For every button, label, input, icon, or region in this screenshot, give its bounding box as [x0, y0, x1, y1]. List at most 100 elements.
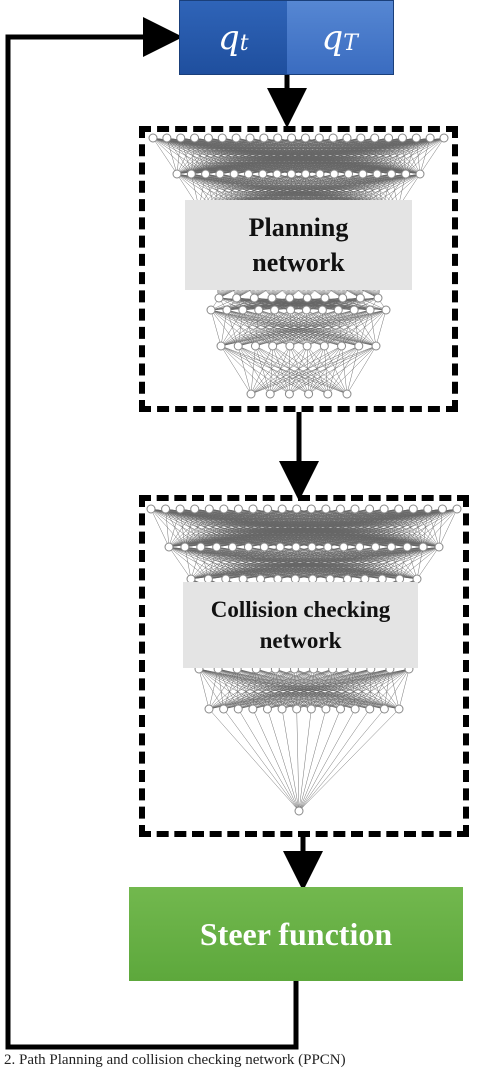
collision-node — [294, 806, 304, 816]
planning-node — [286, 305, 296, 315]
planning-node — [342, 389, 352, 399]
collision-node — [190, 504, 200, 514]
planning-node — [333, 305, 343, 315]
planning-node — [245, 133, 255, 143]
planning-node — [384, 133, 394, 143]
planning-node — [355, 293, 365, 303]
planning-node — [329, 169, 339, 179]
collision-node — [306, 704, 316, 714]
planning-node — [216, 341, 226, 351]
collision-node — [204, 704, 214, 714]
planning-node — [201, 169, 211, 179]
planning-node — [176, 133, 186, 143]
planning-node — [285, 293, 295, 303]
planning-network-frame — [139, 126, 458, 412]
planning-node — [365, 305, 375, 315]
planning-node — [267, 293, 277, 303]
collision-node — [243, 542, 253, 552]
collision-node — [196, 542, 206, 552]
current-config-subscript: t — [239, 31, 249, 56]
collision-node — [452, 504, 462, 514]
collision-node — [292, 504, 302, 514]
planning-node — [304, 389, 314, 399]
collision-node — [262, 704, 272, 714]
planning-node — [273, 133, 283, 143]
collision-node — [355, 542, 365, 552]
planning-node — [272, 169, 282, 179]
collision-node — [365, 704, 375, 714]
planning-node — [401, 169, 411, 179]
planning-node — [338, 293, 348, 303]
planning-node — [328, 133, 338, 143]
steer-function-box: Steer function — [129, 887, 463, 981]
planning-node — [354, 341, 364, 351]
collision-label-line1: Collision checking — [210, 596, 391, 622]
planning-node — [381, 305, 391, 315]
planning-node — [320, 293, 330, 303]
planning-node — [315, 169, 325, 179]
collision-node — [248, 504, 258, 514]
collision-node — [394, 704, 404, 714]
collision-node — [365, 504, 375, 514]
collision-node — [434, 542, 444, 552]
planning-node — [349, 305, 359, 315]
planning-node — [246, 389, 256, 399]
collision-network-frame — [139, 495, 469, 837]
collision-node — [275, 542, 285, 552]
planning-node — [301, 305, 311, 315]
planning-node — [215, 169, 225, 179]
planning-node — [302, 341, 312, 351]
planning-node — [206, 305, 216, 315]
figure-caption: 2. Path Planning and collision checking … — [0, 1052, 502, 1086]
collision-node — [277, 704, 287, 714]
planning-node — [265, 389, 275, 399]
planning-node — [258, 169, 268, 179]
collision-node — [402, 542, 412, 552]
collision-node — [379, 704, 389, 714]
collision-node — [370, 542, 380, 552]
planning-node — [214, 293, 224, 303]
planning-node — [439, 133, 449, 143]
collision-node — [291, 542, 301, 552]
collision-node — [259, 542, 269, 552]
planning-node — [411, 133, 421, 143]
collision-node — [292, 704, 302, 714]
planning-node — [190, 133, 200, 143]
planning-node — [229, 169, 239, 179]
planning-node — [286, 169, 296, 179]
planning-node — [314, 133, 324, 143]
collision-node — [164, 542, 174, 552]
current-config-symbol: q — [217, 17, 240, 58]
planning-node — [243, 169, 253, 179]
collision-node — [219, 504, 229, 514]
collision-node — [307, 542, 317, 552]
planning-node — [250, 341, 260, 351]
collision-node — [418, 542, 428, 552]
planning-node — [342, 133, 352, 143]
planning-node — [301, 169, 311, 179]
planning-node — [186, 169, 196, 179]
planning-node — [370, 133, 380, 143]
collision-node — [423, 504, 433, 514]
planning-label-line1: Planning — [248, 212, 349, 242]
planning-node — [268, 341, 278, 351]
steer-function-label: Steer function — [199, 915, 393, 952]
planning-node — [373, 293, 383, 303]
collision-node — [306, 504, 316, 514]
collision-node — [336, 704, 346, 714]
collision-node — [277, 504, 287, 514]
planning-node — [302, 293, 312, 303]
planning-node — [259, 133, 269, 143]
planning-node — [358, 169, 368, 179]
collision-node — [233, 704, 243, 714]
collision-label-line2: network — [259, 628, 342, 653]
planning-node — [371, 341, 381, 351]
planning-node — [300, 133, 310, 143]
collision-node — [212, 542, 222, 552]
planning-node — [254, 305, 264, 315]
collision-node — [146, 504, 156, 514]
planning-node — [356, 133, 366, 143]
